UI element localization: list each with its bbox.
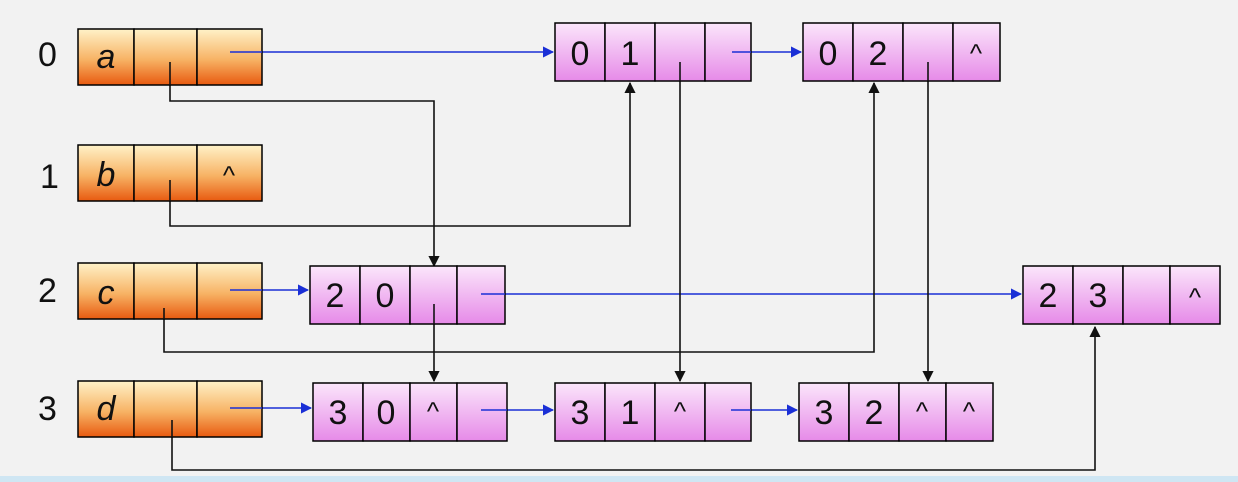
vertex-label-b: b [97, 156, 116, 194]
vertex-index-1: 1 [40, 158, 59, 196]
vertex-data-cell [77, 262, 135, 320]
edge-node-3-2 [798, 382, 994, 442]
vertex-node-b [77, 144, 263, 202]
vertex-b-firstout-null: ^ [223, 160, 236, 190]
vertex-node-c [77, 262, 263, 320]
edge-node-2-0 [309, 265, 506, 325]
edge-tail-cell [554, 22, 606, 82]
vertex-firstout-cell [196, 262, 263, 320]
e32-tlink-null: ^ [963, 396, 976, 426]
edge-tail-cell [798, 382, 850, 442]
vertex-label-a: a [97, 38, 116, 76]
edge-head-cell [852, 22, 904, 82]
vertex-firstin-cell [133, 380, 198, 438]
e30-tail: 3 [329, 394, 348, 432]
edge-node-2-3 [1022, 265, 1221, 325]
vertex-index-2: 2 [38, 272, 57, 310]
vertex-label-d: d [97, 390, 117, 428]
vertex-nodes [77, 28, 263, 438]
e20-head: 0 [376, 277, 395, 315]
e32-tail: 3 [815, 394, 834, 432]
e20-tail: 2 [326, 277, 345, 315]
link-b-up-to-e01 [169, 81, 636, 227]
edge-tlink-cell [704, 382, 752, 442]
edge-hlink-cell [409, 265, 458, 325]
e32-head: 2 [865, 394, 884, 432]
edge-node-3-1 [554, 382, 752, 442]
vertex-index-0: 0 [38, 36, 57, 74]
bottom-strip [0, 476, 1238, 482]
vertex-indices: 0 1 2 3 [38, 36, 59, 428]
edge-hlink-cell [1122, 265, 1171, 325]
edge-tail-cell [802, 22, 854, 82]
edge-hlink-cell [409, 382, 458, 442]
e23-tail: 2 [1039, 277, 1058, 315]
e02-head: 2 [869, 35, 888, 73]
e31-hlink-null: ^ [674, 396, 687, 426]
edge-node-0-1 [554, 22, 752, 82]
edge-tlink-cell [456, 382, 508, 442]
edge-tail-cell [554, 382, 606, 442]
edge-head-cell [604, 382, 656, 442]
e02-tlink-null: ^ [970, 38, 983, 68]
e30-head: 0 [377, 394, 396, 432]
edge-tlink-cell [456, 265, 506, 325]
edge-node-0-2 [802, 22, 1001, 82]
e23-tlink-null: ^ [1189, 282, 1202, 312]
edge-tlink-cell [945, 382, 994, 442]
e01-tail: 0 [571, 35, 590, 73]
vertex-firstin-cell [133, 262, 198, 320]
e23-head: 3 [1089, 277, 1108, 315]
e32-hlink-null: ^ [916, 396, 929, 426]
edge-head-cell [604, 22, 656, 82]
link-d-up-to-e23 [171, 325, 1101, 471]
edge-head-cell [1072, 265, 1124, 325]
e02-tail: 0 [819, 35, 838, 73]
edge-tail-cell [312, 382, 364, 442]
vertex-node-d [77, 380, 263, 438]
e30-hlink-null: ^ [427, 396, 440, 426]
vertex-firstout-cell [196, 380, 263, 438]
edge-tail-cell [309, 265, 361, 325]
edge-hlink-cell [654, 382, 706, 442]
edge-tlink-cell [952, 22, 1001, 82]
vertex-index-3: 3 [38, 390, 57, 428]
vertex-data-cell [77, 380, 135, 438]
vertex-firstout-cell [196, 28, 263, 86]
link-c-up-to-e02 [163, 81, 880, 353]
link-stubs [163, 51, 929, 437]
vertex-firstin-cell [133, 28, 198, 86]
edge-tail-cell [1022, 265, 1074, 325]
e01-head: 1 [621, 35, 640, 73]
vertex-firstout-cell [196, 144, 263, 202]
edge-node-3-0 [312, 382, 508, 442]
edge-node-texts: 0 1 0 2 2 0 2 3 3 0 3 1 3 2 [326, 35, 1108, 432]
e31-head: 1 [621, 394, 640, 432]
e31-tail: 3 [571, 394, 590, 432]
vertex-firstin-cell [133, 144, 198, 202]
vertex-labels: a b c d [97, 38, 117, 428]
vertex-label-c: c [98, 274, 115, 312]
edge-tlink-cell [1169, 265, 1221, 325]
edge-null-marks: ^ ^ ^ ^ ^ ^ [427, 38, 1202, 426]
vertex-null-marks: ^ [223, 160, 236, 190]
edge-nodes [309, 22, 1221, 442]
vertex-node-a [77, 28, 263, 86]
